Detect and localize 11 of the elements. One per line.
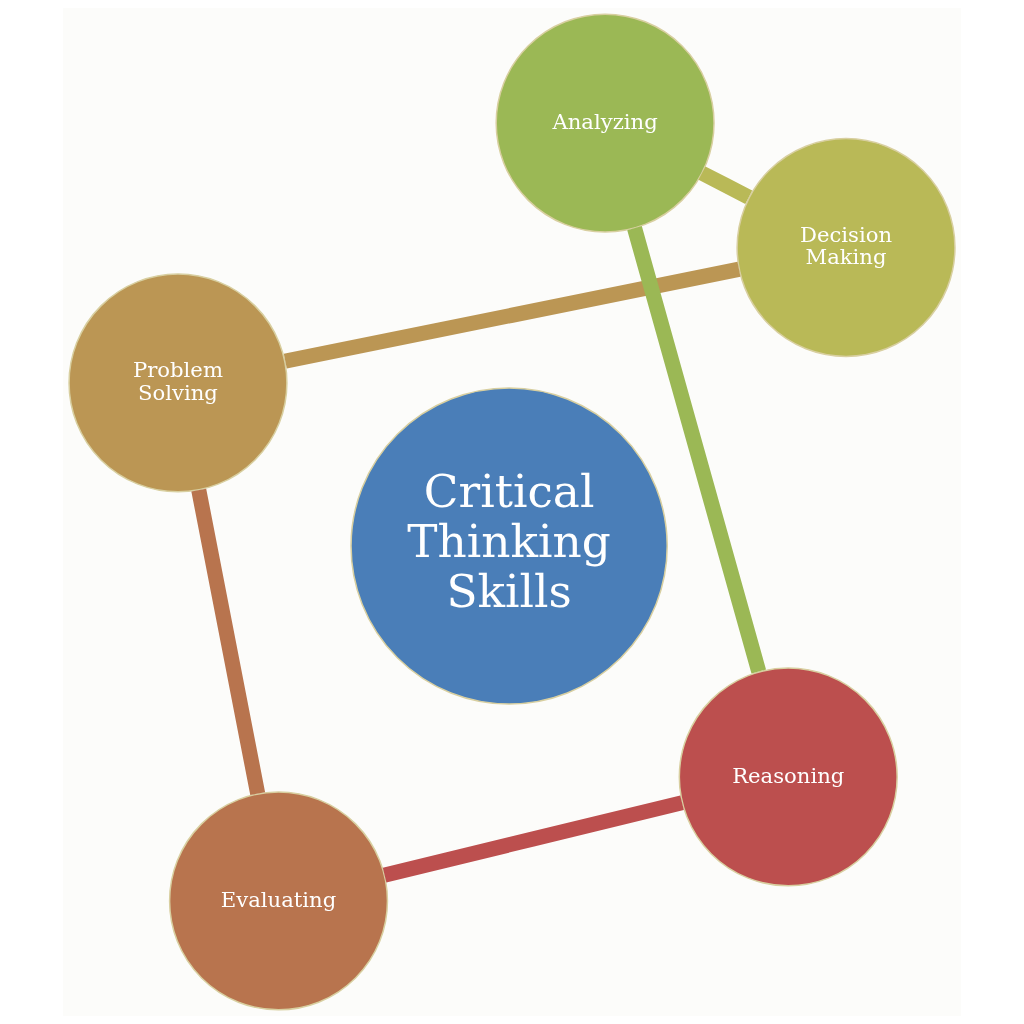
connector <box>191 488 266 796</box>
connector <box>382 795 684 883</box>
connector <box>698 166 753 204</box>
node-circle: Reasoning <box>678 667 898 887</box>
node-circle: Decision Making <box>736 137 956 358</box>
connector <box>627 226 767 674</box>
node-circle: Analyzing <box>495 13 715 233</box>
node-circle: Evaluating <box>168 791 389 1011</box>
connector <box>283 261 741 369</box>
node-circle: Problem Solving <box>68 273 288 493</box>
node-circle: Critical Thinking Skills <box>350 387 668 705</box>
